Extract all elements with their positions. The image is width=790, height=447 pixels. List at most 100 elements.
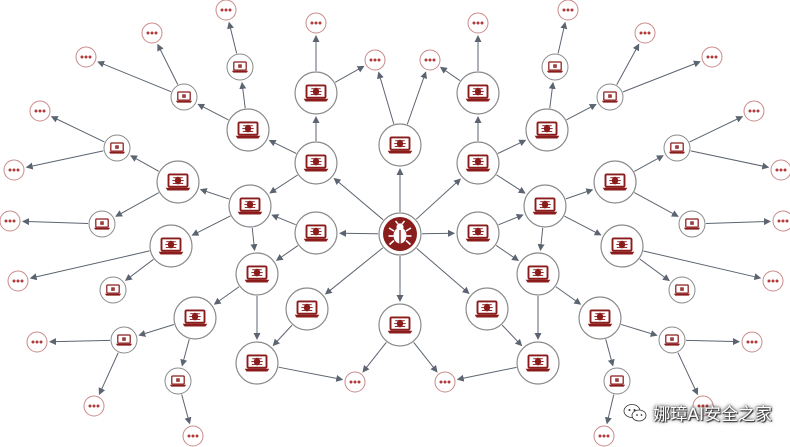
arrow-edge xyxy=(197,103,229,121)
pending-node xyxy=(593,425,615,447)
arrow-edge xyxy=(456,366,517,382)
pending-node xyxy=(364,49,386,71)
arrow-edge xyxy=(565,188,594,200)
laptop-with-bug-icon xyxy=(602,173,628,191)
laptop-icon xyxy=(546,61,564,73)
arrow-edge xyxy=(250,227,258,252)
laptop-with-bug-icon xyxy=(294,300,320,318)
pending-node xyxy=(215,0,237,21)
pending-node xyxy=(634,22,656,44)
virus-bug-icon xyxy=(388,220,412,246)
arrow-edge xyxy=(157,43,179,85)
laptop-with-bug-icon xyxy=(387,316,413,334)
arrow-edge xyxy=(439,66,461,81)
arrow-edge xyxy=(639,258,670,282)
computer-node xyxy=(541,53,569,81)
ellipsis-dots-icon xyxy=(562,8,574,12)
arrow-edge xyxy=(548,81,556,109)
watermark: 娜璋AI安全之家 xyxy=(623,400,772,425)
laptop-with-bug-icon xyxy=(235,121,261,139)
pending-node xyxy=(3,159,25,181)
arrow-edge xyxy=(227,21,238,54)
laptop-with-bug-icon xyxy=(534,121,560,139)
arrow-edge xyxy=(689,116,744,143)
arrow-edge xyxy=(495,244,520,262)
laptop-with-bug-icon xyxy=(387,136,413,154)
arrow-edge xyxy=(191,215,231,236)
infected-computer-node xyxy=(235,341,279,385)
ellipsis-dots-icon xyxy=(767,279,779,283)
arrow-edge xyxy=(406,71,427,125)
arrow-edge xyxy=(537,227,545,252)
pending-node xyxy=(182,425,204,447)
laptop-icon xyxy=(673,284,691,296)
laptop-with-bug-icon xyxy=(609,237,635,255)
ellipsis-dots-icon xyxy=(349,380,361,384)
arrow-edge xyxy=(130,155,160,172)
infected-computer-node xyxy=(525,108,569,152)
ellipsis-dots-icon xyxy=(777,219,789,223)
arrow-edge xyxy=(555,286,582,305)
arrow-edge xyxy=(98,352,119,396)
arrow-edge xyxy=(180,339,190,367)
pending-node xyxy=(141,22,163,44)
laptop-icon xyxy=(608,375,626,387)
pending-node xyxy=(772,210,790,232)
arrow-edge xyxy=(415,178,461,220)
laptop-with-bug-icon xyxy=(532,197,558,215)
pending-node xyxy=(0,210,21,232)
arrow-edge xyxy=(501,324,523,347)
pending-node xyxy=(741,331,763,353)
pending-node xyxy=(29,100,51,122)
arrow-edge xyxy=(25,150,104,170)
arrow-edge xyxy=(634,155,664,172)
pending-node xyxy=(770,159,790,181)
arrow-edge xyxy=(97,60,172,93)
pending-node xyxy=(305,12,327,34)
computer-node xyxy=(226,53,254,81)
infected-computer-node xyxy=(516,252,560,296)
arrow-edge xyxy=(566,103,597,121)
ellipsis-dots-icon xyxy=(775,168,787,172)
pending-node xyxy=(762,270,784,292)
infected-computer-node xyxy=(456,141,500,185)
arrow-edge xyxy=(685,338,741,346)
computer-node xyxy=(164,367,192,395)
arrow-edge xyxy=(275,245,299,261)
laptop-with-bug-icon xyxy=(182,309,208,327)
pending-node xyxy=(75,46,97,68)
pending-node xyxy=(557,0,579,21)
laptop-icon xyxy=(104,284,122,296)
infected-computer-node xyxy=(226,108,270,152)
laptop-with-bug-icon xyxy=(587,309,613,327)
infected-computer-node xyxy=(465,287,509,331)
arrow-edge xyxy=(497,139,527,154)
arrow-edge xyxy=(334,65,365,83)
arrow-edge xyxy=(616,43,640,85)
wechat-icon xyxy=(623,403,647,421)
pending-node xyxy=(344,371,366,393)
infected-computer-node xyxy=(294,71,338,115)
arrow-edge xyxy=(50,116,105,143)
arrow-edge xyxy=(271,214,296,226)
infected-computer-node xyxy=(456,211,500,255)
laptop-with-bug-icon xyxy=(244,265,270,283)
arrow-edge xyxy=(634,192,679,217)
ellipsis-dots-icon xyxy=(88,404,100,408)
ellipsis-dots-icon xyxy=(598,434,610,438)
infected-computer-node xyxy=(456,71,500,115)
arrow-edge xyxy=(115,192,159,217)
arrow-edge xyxy=(21,218,89,226)
infected-computer-node xyxy=(578,296,622,340)
laptop-icon xyxy=(93,218,111,230)
pending-node xyxy=(26,331,48,353)
laptop-icon xyxy=(601,91,619,103)
arrow-edge xyxy=(269,174,298,194)
computer-node xyxy=(663,134,691,162)
laptop-with-bug-icon xyxy=(303,84,329,102)
arrow-edge xyxy=(181,394,192,425)
arrow-edge xyxy=(564,215,602,236)
ellipsis-dots-icon xyxy=(12,279,24,283)
arrow-edge xyxy=(604,394,615,425)
